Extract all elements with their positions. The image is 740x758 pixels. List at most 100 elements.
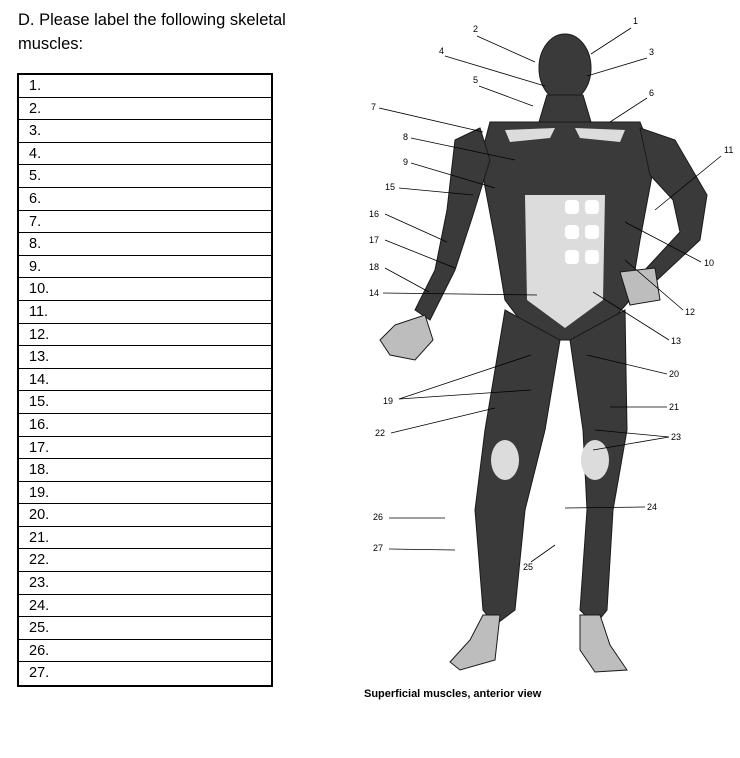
answer-row[interactable]: 18. bbox=[19, 459, 271, 482]
leader-line bbox=[398, 187, 474, 196]
answer-row[interactable]: 10. bbox=[19, 278, 271, 301]
leader-line bbox=[624, 221, 702, 263]
leader-line bbox=[586, 354, 668, 375]
answer-row[interactable]: 27. bbox=[19, 662, 271, 685]
muscle-number-label: 27 bbox=[373, 543, 383, 553]
muscle-number-label: 21 bbox=[669, 402, 679, 412]
answer-row[interactable]: 8. bbox=[19, 233, 271, 256]
answer-row-number: 16. bbox=[29, 416, 50, 433]
answer-row[interactable]: 20. bbox=[19, 504, 271, 527]
answer-row[interactable]: 4. bbox=[19, 143, 271, 166]
left-foot-shape bbox=[449, 614, 501, 671]
answer-row[interactable]: 22. bbox=[19, 549, 271, 573]
answer-row[interactable]: 24. bbox=[19, 595, 271, 618]
answer-row[interactable]: 15. bbox=[19, 391, 271, 414]
muscle-number-label: 16 bbox=[369, 209, 379, 219]
rectus-segment bbox=[565, 200, 579, 214]
leader-line bbox=[388, 548, 456, 551]
answer-row-number: 15. bbox=[29, 394, 50, 411]
answer-row[interactable]: 26. bbox=[19, 640, 271, 663]
answer-row-number: 25. bbox=[29, 620, 50, 637]
answer-row-number: 5. bbox=[29, 168, 42, 185]
answer-row-number: 17. bbox=[29, 439, 50, 456]
answer-row-number: 21. bbox=[29, 529, 50, 546]
answer-row-number: 11. bbox=[29, 303, 49, 320]
muscle-number-label: 22 bbox=[375, 428, 385, 438]
answer-row-number: 2. bbox=[29, 100, 42, 117]
answer-row[interactable]: 13. bbox=[19, 346, 271, 369]
leader-line bbox=[590, 27, 632, 55]
answer-row[interactable]: 23. bbox=[19, 572, 271, 595]
answer-row-number: 18. bbox=[29, 462, 50, 479]
muscle-number-label: 23 bbox=[671, 432, 681, 442]
answer-row[interactable]: 14. bbox=[19, 369, 271, 392]
answer-row[interactable]: 3. bbox=[19, 120, 271, 143]
answer-row-number: 3. bbox=[29, 123, 42, 140]
leader-line bbox=[530, 544, 556, 563]
answer-row[interactable]: 2. bbox=[19, 98, 271, 121]
muscle-number-label: 17 bbox=[369, 235, 379, 245]
answer-row[interactable]: 1. bbox=[19, 75, 271, 98]
muscle-number-label: 12 bbox=[685, 307, 695, 317]
leader-line bbox=[609, 97, 648, 123]
answer-row[interactable]: 25. bbox=[19, 617, 271, 640]
leader-line bbox=[592, 291, 670, 341]
leader-line bbox=[586, 57, 648, 77]
answer-row[interactable]: 6. bbox=[19, 188, 271, 211]
answer-row-number: 20. bbox=[29, 507, 50, 524]
section-title: D. Please label the following skeletal m… bbox=[18, 11, 286, 53]
leader-line bbox=[384, 267, 430, 293]
head-shape bbox=[538, 33, 592, 103]
answer-row[interactable]: 19. bbox=[19, 482, 271, 505]
leader-line bbox=[384, 213, 448, 243]
answer-row[interactable]: 17. bbox=[19, 437, 271, 460]
leader-line bbox=[592, 436, 670, 451]
muscle-number-label: 13 bbox=[671, 336, 681, 346]
muscle-number-label: 11 bbox=[724, 145, 733, 155]
answer-row[interactable]: 11. bbox=[19, 301, 271, 324]
right-knee bbox=[581, 440, 609, 480]
right-arm-shape bbox=[639, 127, 708, 283]
answer-row[interactable]: 5. bbox=[19, 165, 271, 188]
answer-row-number: 12. bbox=[29, 326, 50, 343]
answer-row-number: 14. bbox=[29, 371, 50, 388]
leader-line bbox=[478, 85, 534, 107]
answer-row[interactable]: 9. bbox=[19, 256, 271, 279]
rectus-segment bbox=[585, 225, 599, 239]
answer-row[interactable]: 21. bbox=[19, 527, 271, 550]
leader-line bbox=[410, 137, 516, 161]
answer-row-number: 8. bbox=[29, 236, 42, 253]
answer-row-number: 24. bbox=[29, 597, 50, 614]
right-foot-shape bbox=[579, 614, 628, 673]
leader-line bbox=[410, 162, 496, 189]
left-clavicle bbox=[505, 128, 555, 142]
muscle-number-label: 25 bbox=[523, 562, 533, 572]
rectus-segment bbox=[565, 250, 579, 264]
leader-line bbox=[382, 292, 538, 296]
muscle-number-label: 3 bbox=[649, 47, 654, 57]
right-hand-shape bbox=[619, 267, 661, 306]
answer-row-number: 19. bbox=[29, 484, 50, 501]
leader-line bbox=[390, 407, 496, 434]
muscle-number-label: 24 bbox=[647, 502, 657, 512]
answer-row-number: 6. bbox=[29, 190, 42, 207]
left-hand-shape bbox=[379, 314, 434, 361]
answer-row[interactable]: 16. bbox=[19, 414, 271, 437]
muscle-number-label: 9 bbox=[403, 157, 408, 167]
muscle-number-label: 8 bbox=[403, 132, 408, 142]
muscle-number-label: 26 bbox=[373, 512, 383, 522]
rectus-segment bbox=[585, 200, 599, 214]
leader-line bbox=[654, 155, 722, 211]
abdominal-sheath bbox=[525, 195, 605, 328]
muscle-number-label: 14 bbox=[369, 288, 379, 298]
right-clavicle bbox=[575, 128, 625, 142]
answer-row[interactable]: 12. bbox=[19, 324, 271, 347]
leader-line bbox=[476, 35, 536, 63]
answer-row[interactable]: 7. bbox=[19, 211, 271, 234]
answer-row-number: 22. bbox=[29, 552, 50, 569]
leader-line bbox=[384, 239, 456, 269]
muscle-number-label: 1 bbox=[633, 16, 638, 26]
answer-row-number: 10. bbox=[29, 281, 50, 298]
